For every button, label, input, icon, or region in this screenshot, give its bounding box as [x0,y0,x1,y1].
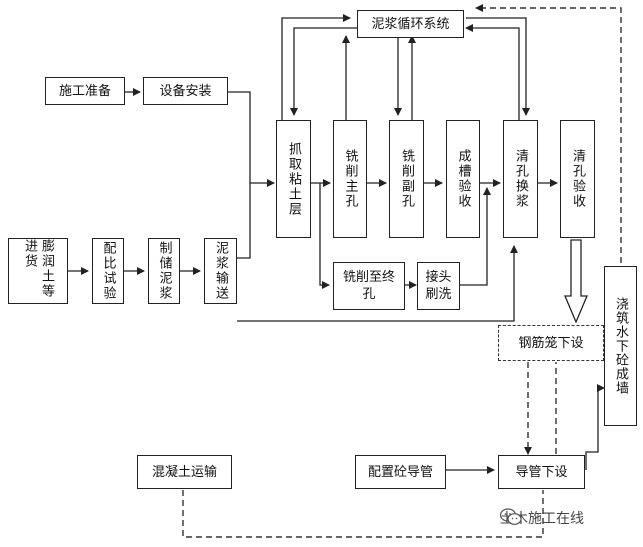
node-xiaoxue-zhukong: 铣削主孔 [333,120,367,238]
arrow-install-to-grab [228,91,275,187]
hollow-arrow-verify-to-cage [564,239,588,324]
node-nijiang-shusong: 泥浆输送 [204,238,237,304]
node-jiaozhu-shuixia: 浇筑水下砼成墙 [604,266,637,426]
arrow-branch-to-final [319,183,330,289]
node-peizhi-daoguan: 配置砼导管 [355,455,446,489]
dashed-concrete-to-conduit [182,490,544,538]
arrow-cycle-to-clean [466,17,530,116]
node-xiaoxue-zhi-zhongkong: 铣削至终孔 [333,262,405,310]
node-gangjinlong-xiashe: 钢筋笼下设 [498,325,604,361]
arrow-grab-to-cycle [281,14,351,120]
arrow-cycle-to-grab [290,27,357,116]
node-hunningtu-yunshu: 混凝土运输 [137,455,232,489]
node-shigong-zhunbei: 施工准备 [45,77,125,105]
node-daoguan-xiashe: 导管下设 [498,455,585,489]
node-zhuaqu-niantu: 抓取粘土层 [276,120,311,238]
node-qingkong-huanjiang: 清孔换浆 [503,120,538,238]
node-shebei-anzhuang: 设备安装 [143,77,228,105]
node-pengrun-tu: 膨润土等进货 [8,238,68,304]
wechat-icon [500,508,522,525]
node-jietou-shuaxi: 接头刷洗 [417,262,460,310]
watermark: 土木施工在线 [500,508,584,528]
node-peibi-shiyan: 配比试验 [92,238,124,304]
node-chengcao-yanshou: 成槽验收 [446,120,480,238]
arrow-clean-to-cycle [465,24,520,120]
arrow-joint-to-clean [460,187,491,286]
arrow-conduit-to-pour [585,384,605,470]
node-qingkong-yanshou: 清孔验收 [560,120,595,238]
node-nijiang-xunhuan: 泥浆循环系统 [357,10,464,38]
node-zhichu-nijiang: 制储泥浆 [148,238,180,304]
watermark-text: 土木施工在线 [500,511,584,527]
arrow-delivery-to-grab [237,183,251,259]
node-xiaoxue-fukong: 铣削副孔 [389,120,424,238]
arrow-delivery-to-clean [237,245,518,322]
dashed-pour-to-cycle [475,4,622,263]
